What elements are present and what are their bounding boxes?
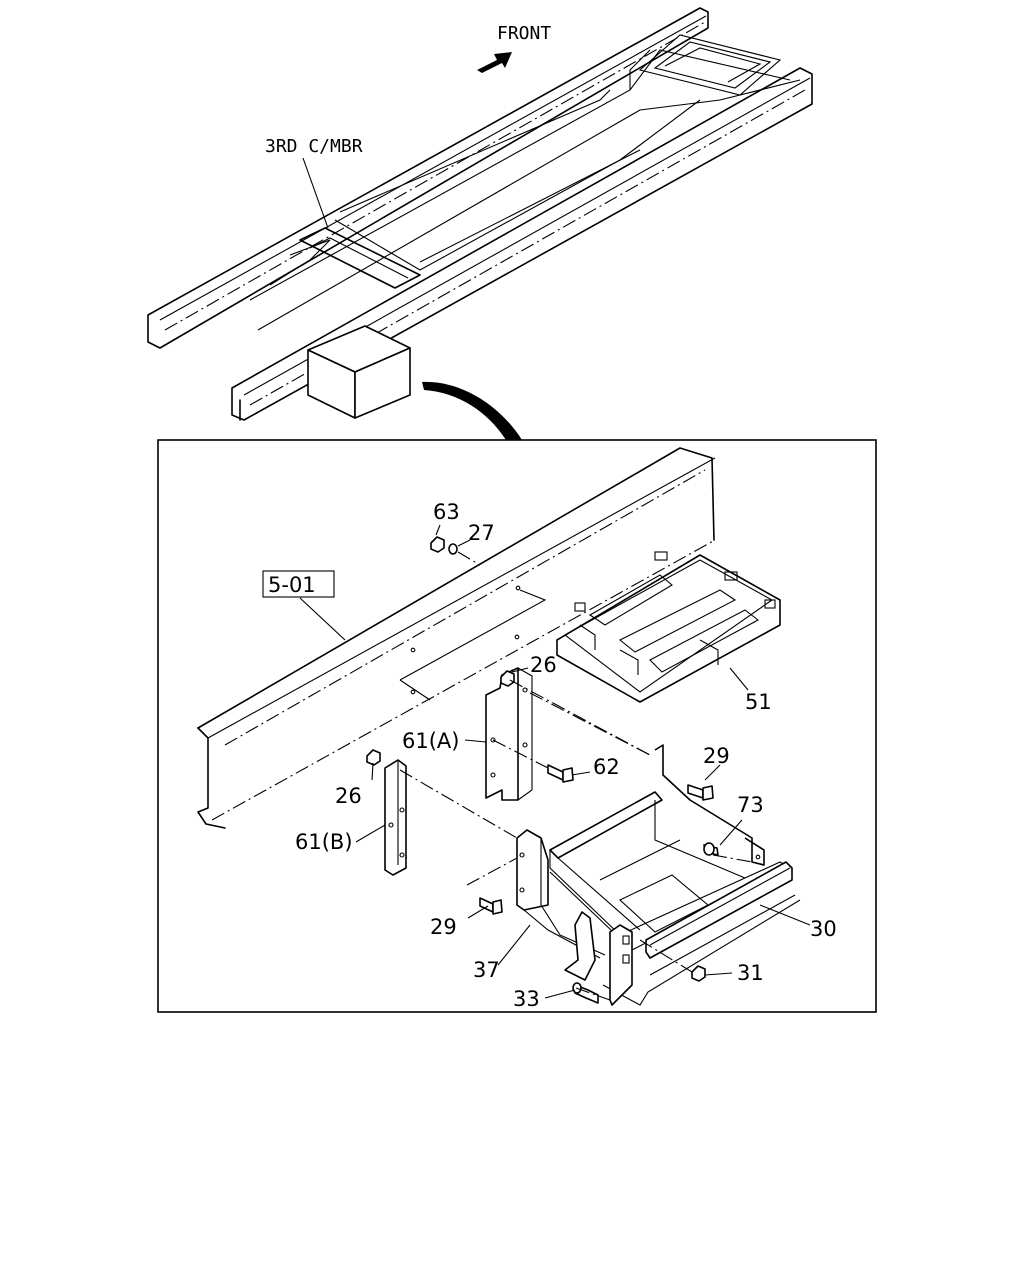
bolt-62 <box>547 764 574 783</box>
front-label: FRONT <box>497 23 551 44</box>
part-label-29-right: 29 <box>703 744 730 768</box>
ref-box-label: 5-01 <box>268 573 316 597</box>
nut-63 <box>430 536 445 553</box>
washer-27 <box>448 543 458 555</box>
leader-63-27 <box>457 551 481 566</box>
leader-lines <box>299 524 811 999</box>
detail-frame <box>157 439 877 1013</box>
battery-tray-30 <box>516 744 801 1006</box>
curved-callout-arrow-icon <box>422 381 522 440</box>
nut-26-left <box>366 749 381 766</box>
part-label-51: 51 <box>745 690 772 714</box>
part-label-31: 31 <box>737 961 764 985</box>
bolt-73 <box>703 842 719 856</box>
part-label-26-top: 26 <box>530 653 557 677</box>
part-label-63: 63 <box>433 500 460 524</box>
bolt-29-left <box>479 897 503 915</box>
bracket-61a <box>485 667 533 801</box>
third-crossmember-label: 3RD C/MBR <box>265 136 363 157</box>
part-label-29-left: 29 <box>430 915 457 939</box>
battery-cover-51 <box>556 551 781 703</box>
part-label-26-left: 26 <box>335 784 362 808</box>
front-arrow-icon <box>477 52 512 73</box>
part-label-61b: 61(B) <box>295 830 353 854</box>
assembly-lines <box>399 679 753 1001</box>
frame-rail-detail <box>197 447 716 829</box>
chassis-frame-overview <box>147 7 813 421</box>
bracket-61b <box>384 759 407 876</box>
part-label-33: 33 <box>513 987 540 1011</box>
bolt-33 <box>572 982 599 1004</box>
part-label-73: 73 <box>737 793 764 817</box>
nut-26-top <box>500 670 515 687</box>
part-label-62: 62 <box>593 755 620 779</box>
bolt-29-right <box>687 784 714 801</box>
part-label-61a: 61(A) <box>402 729 459 753</box>
part-label-37: 37 <box>473 958 500 982</box>
part-label-27: 27 <box>468 521 495 545</box>
nut-31 <box>691 965 706 982</box>
part-label-30: 30 <box>810 917 837 941</box>
ref-box-frame <box>262 570 335 598</box>
third-crossmember-leader <box>302 157 329 229</box>
